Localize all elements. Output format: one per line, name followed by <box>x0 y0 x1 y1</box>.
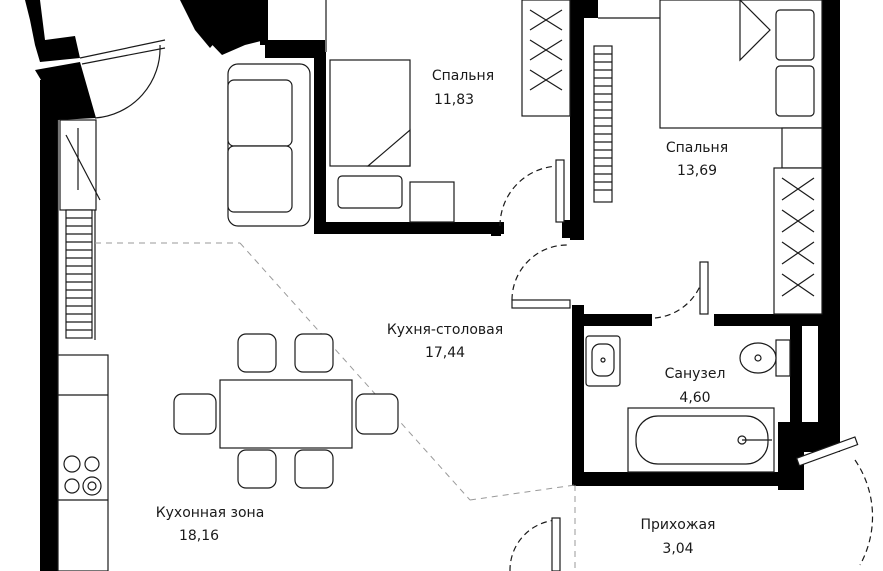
stove-icon <box>63 455 102 496</box>
room-area: 18,16 <box>179 528 219 544</box>
kitchen-fridge <box>59 119 101 211</box>
room-label-kitchen-zone: Кухонная зона 18,16 <box>156 505 265 544</box>
room-area: 17,44 <box>425 345 465 361</box>
room-area: 4,60 <box>679 390 710 406</box>
room-label-bedroom-2: Спальня 13,69 <box>666 140 728 179</box>
sink <box>585 335 621 387</box>
room-label-bedroom-1: Спальня 11,83 <box>432 68 494 108</box>
bed-2 <box>659 0 823 169</box>
door-stubs <box>511 159 859 571</box>
room-name: Санузел <box>665 366 726 382</box>
zone-divider <box>95 242 576 571</box>
wardrobe-2 <box>773 167 823 315</box>
room-area: 11,83 <box>434 92 474 108</box>
radiator-2 <box>65 209 93 339</box>
room-area: 3,04 <box>662 541 693 557</box>
room-area: 13,69 <box>677 163 717 179</box>
bathtub <box>627 407 775 473</box>
room-label-hallway: Прихожая 3,04 <box>641 517 716 557</box>
room-name: Кухня-столовая <box>387 322 503 338</box>
dining-table <box>173 333 399 489</box>
room-name: Кухонная зона <box>156 505 265 521</box>
toilet <box>739 339 791 377</box>
room-name: Спальня <box>666 140 728 156</box>
room-label-bathroom: Санузел 4,60 <box>665 366 726 406</box>
room-name: Прихожая <box>641 517 716 533</box>
walls <box>25 0 840 571</box>
bed-1 <box>329 59 455 223</box>
room-label-kitchen-dining: Кухня-столовая 17,44 <box>387 322 503 361</box>
radiator-1 <box>593 45 613 203</box>
sofa <box>227 63 311 227</box>
wardrobe-1 <box>521 0 571 117</box>
room-name: Спальня <box>432 68 494 84</box>
